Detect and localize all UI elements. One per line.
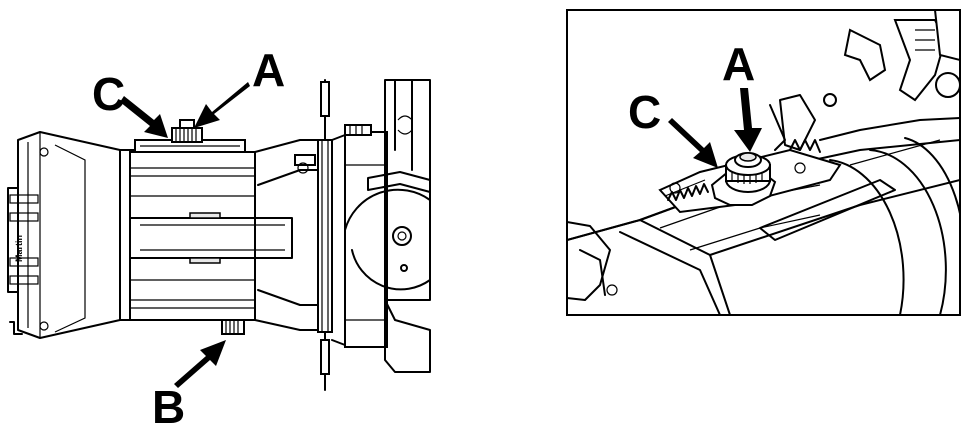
callout-c-right: C: [628, 86, 661, 138]
arrow-a-left: [194, 82, 250, 128]
arrow-a-right: [734, 88, 762, 152]
callout-b-left: B: [152, 381, 185, 423]
arrow-b-left: [174, 340, 226, 388]
callout-a-left: A: [252, 44, 285, 96]
right-closeup-view: A C: [566, 9, 961, 316]
left-fixture-view: Martin: [7, 44, 431, 423]
brand-logo: Martin: [14, 235, 24, 262]
callout-a-right: A: [722, 38, 755, 90]
rear-bracket: [7, 131, 121, 339]
arrow-c-right: [668, 118, 718, 168]
knob-b-bottom: [221, 319, 245, 335]
main-barrel: [119, 139, 293, 321]
arrow-c-left: [120, 96, 168, 138]
shutter-assembly: [254, 79, 333, 391]
knob-a-top: [171, 119, 203, 143]
yoke-arm: [344, 79, 431, 373]
callout-c-left: C: [92, 68, 125, 120]
lens-tube: [331, 124, 388, 348]
